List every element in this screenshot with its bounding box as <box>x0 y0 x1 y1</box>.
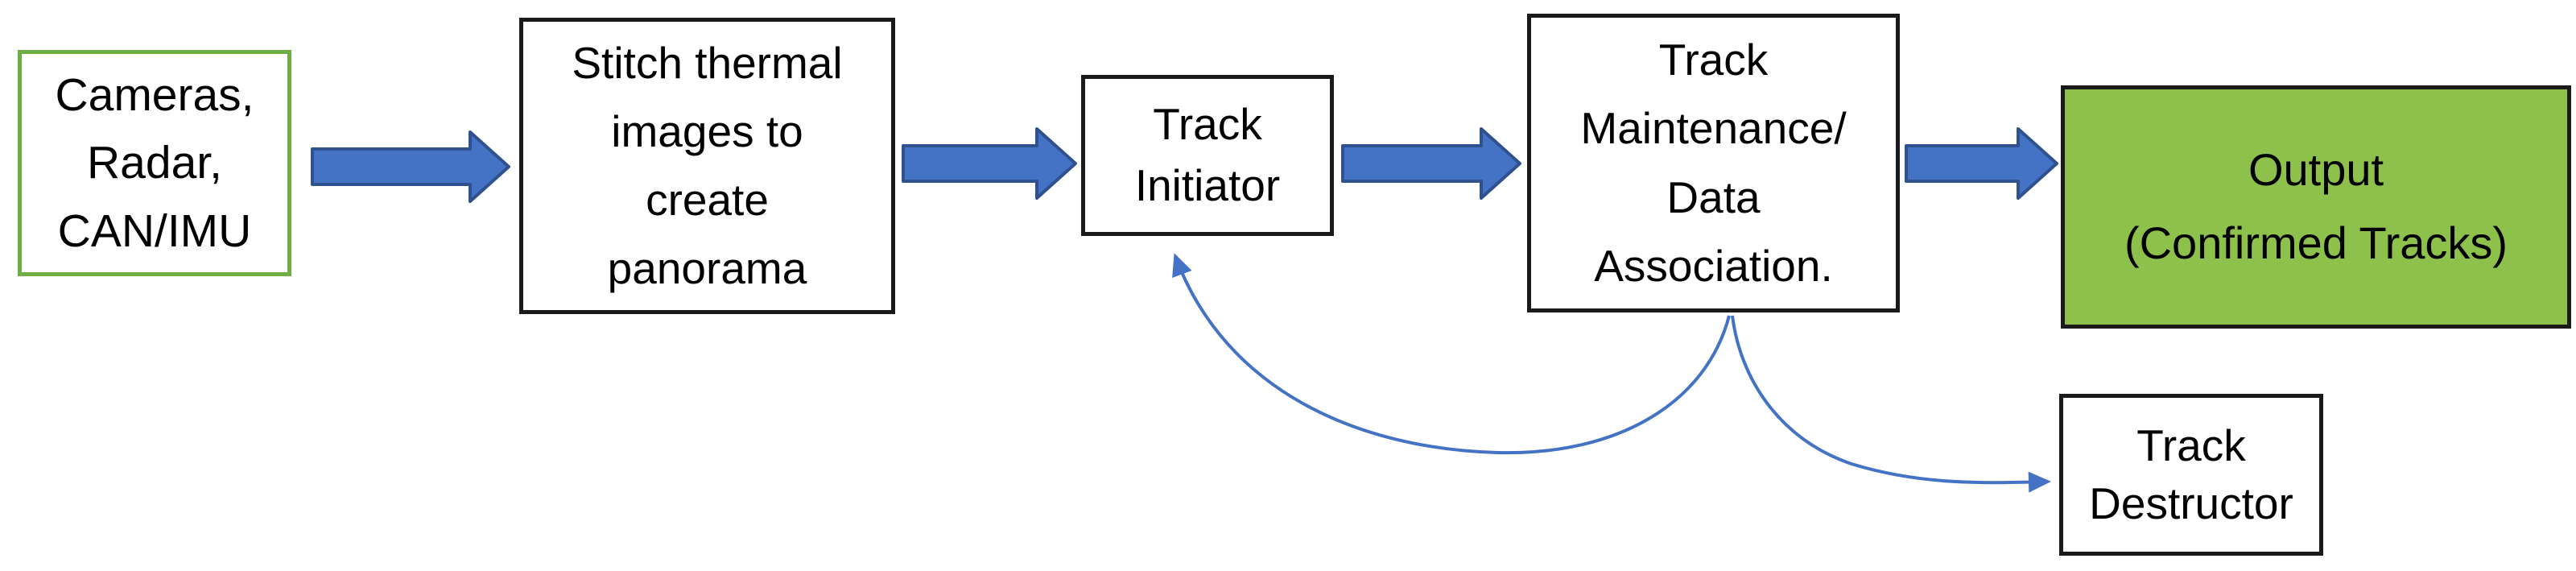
node-label-line: Cameras, <box>55 68 254 121</box>
node-label-line: Radar, <box>87 137 222 189</box>
arrow-stitch-to-initiator <box>902 127 1077 200</box>
node-track-destructor: Track Destructor <box>2059 394 2323 556</box>
node-label-line: (Confirmed Tracks) <box>2124 217 2508 268</box>
node-label-line: Track <box>1658 35 1769 85</box>
arrow-sensors-to-stitch <box>311 130 510 203</box>
node-label-line: Stitch thermal <box>572 37 843 88</box>
node-label-line: Initiator <box>1134 160 1281 210</box>
node-output-confirmed-tracks: Output (Confirmed Tracks) <box>2061 85 2571 329</box>
node-track-maintenance-data-association: Track Maintenance/ Data Association. <box>1527 14 1900 312</box>
arrow-maintenance-to-destructor <box>1731 315 2051 493</box>
arrow-initiator-to-maintenance <box>1341 127 1521 200</box>
node-label-line: Track <box>1153 99 1262 150</box>
node-stitch-panorama: Stitch thermal images to create panorama <box>519 18 895 314</box>
node-label-line: images to <box>611 106 803 156</box>
arrow-maintenance-to-output <box>1905 127 2058 200</box>
node-label-line: Maintenance/ <box>1580 103 1847 154</box>
node-track-initiator: Track Initiator <box>1081 75 1334 236</box>
node-sensors-input: Cameras, Radar, CAN/IMU <box>18 50 291 276</box>
node-label-line: Association. <box>1594 240 1833 291</box>
node-label-line: panorama <box>607 243 807 294</box>
node-label-line: Destructor <box>2089 478 2293 528</box>
node-label-line: CAN/IMU <box>57 205 252 257</box>
node-label-line: create <box>646 175 769 225</box>
node-label-line: Data <box>1666 172 1761 222</box>
node-label-line: Track <box>2136 420 2246 470</box>
node-label-line: Output <box>2248 144 2384 196</box>
